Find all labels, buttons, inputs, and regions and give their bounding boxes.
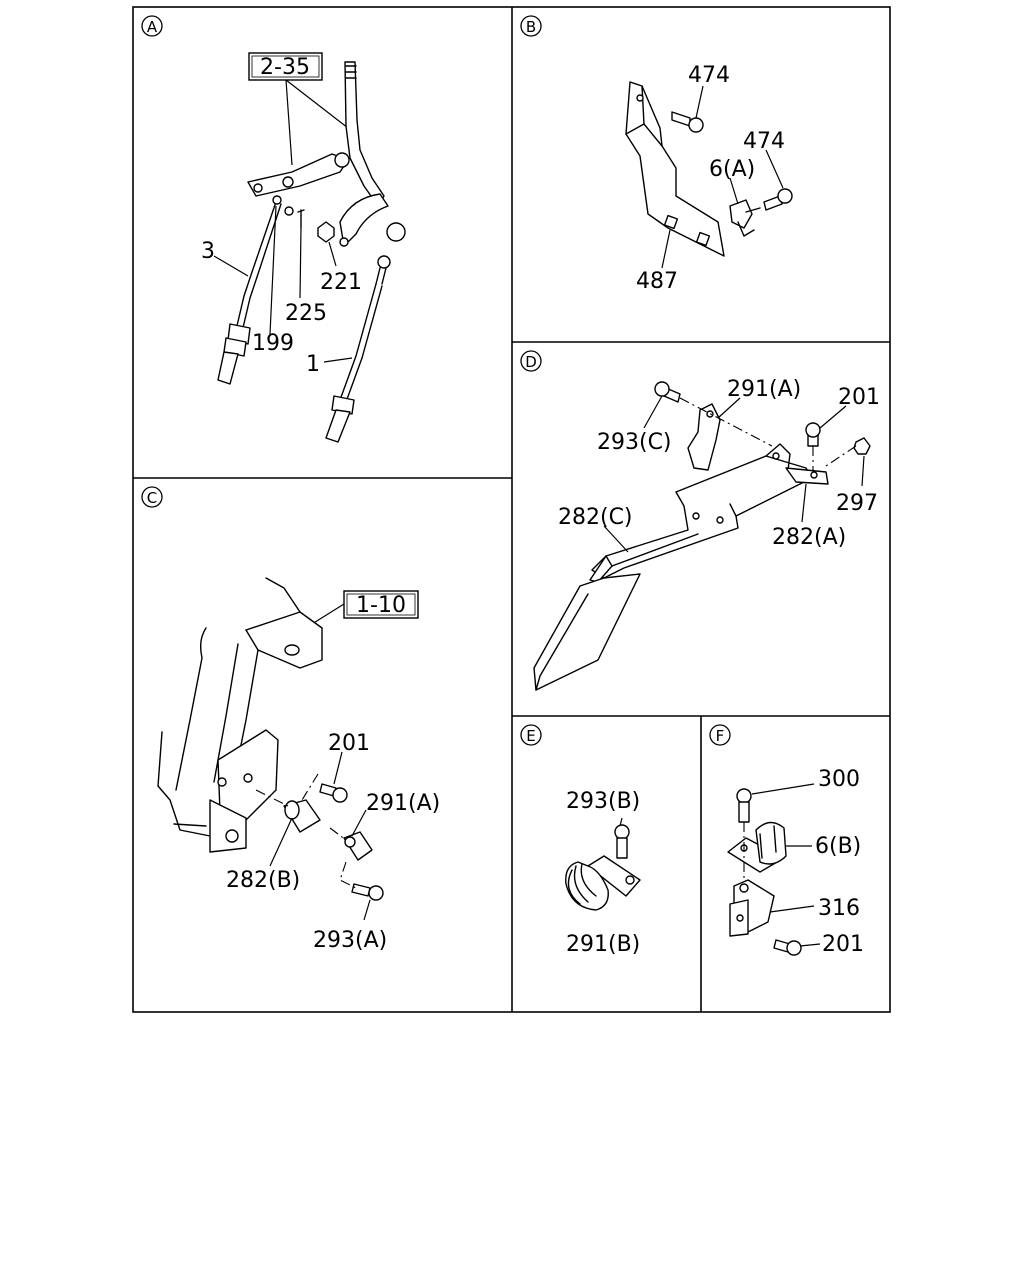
bracket-487 <box>625 81 725 257</box>
panel-b: B 474 474 6(A) 487 <box>520 15 793 294</box>
panel-a: A 2-35 <box>141 15 406 443</box>
callout-474: 474 <box>688 63 730 88</box>
callout-291-b: 291(B) <box>566 932 640 957</box>
panel-letter-text: C <box>147 489 157 507</box>
callout-282-b: 282(B) <box>226 868 300 893</box>
callout-1-10: 1-10 <box>356 593 406 618</box>
bolt-293c <box>654 381 681 403</box>
callout-225: 225 <box>285 301 327 326</box>
diagram-frames <box>132 6 891 1013</box>
bolt-474-top <box>671 111 704 133</box>
nut-221 <box>317 221 335 243</box>
bolt-474-right <box>763 188 793 211</box>
bolt-300 <box>736 788 752 823</box>
panel-c: C 1-10 <box>141 486 440 953</box>
panel-e: E 293(B) 291(B) <box>520 724 641 957</box>
panel-letter-text: E <box>526 727 535 745</box>
callout-474: 474 <box>743 129 785 154</box>
bracket-316 <box>729 879 775 937</box>
bolt-293a <box>351 883 384 901</box>
bolt-201-f <box>773 939 802 956</box>
panel-letter-d: D <box>520 350 542 372</box>
nut-297 <box>853 437 871 455</box>
callout-300: 300 <box>818 767 860 792</box>
clip-291b <box>565 855 641 911</box>
bracket-282a <box>785 467 829 485</box>
callout-293-a: 293(A) <box>313 928 387 953</box>
bracket-282c <box>533 443 813 691</box>
cable-3 <box>217 195 282 385</box>
bolt-293b <box>614 824 630 859</box>
panel-f: F 300 6(B) 316 201 <box>709 724 864 957</box>
callout-316: 316 <box>818 896 860 921</box>
bolt-201 <box>319 783 348 803</box>
bolt-201-d <box>805 422 821 447</box>
callout-6-b: 6(B) <box>815 834 861 859</box>
callout-291-a: 291(A) <box>366 791 440 816</box>
callout-293-b: 293(B) <box>566 789 640 814</box>
callout-199: 199 <box>252 331 294 356</box>
panel-d: D <box>520 350 880 691</box>
ref-box-2-35: 2-35 <box>248 52 323 81</box>
callout-282-c: 282(C) <box>558 505 633 530</box>
panel-letter-text: B <box>526 18 536 36</box>
frame-structure <box>157 577 323 853</box>
callout-282-a: 282(A) <box>772 525 846 550</box>
select-lever-arm <box>247 152 350 197</box>
panel-letter-text: D <box>525 353 537 371</box>
panel-letter-f: F <box>709 724 731 746</box>
callout-487: 487 <box>636 269 678 294</box>
clamp-282b <box>283 799 321 833</box>
ref-box-1-10: 1-10 <box>343 590 419 619</box>
washer-199 <box>284 206 294 216</box>
callout-297: 297 <box>836 491 878 516</box>
callout-3: 3 <box>201 239 215 264</box>
clip-291a <box>343 831 373 861</box>
panel-letter-c: C <box>141 486 163 508</box>
clip-6b <box>727 821 787 873</box>
panel-letter-a: A <box>141 15 163 37</box>
callout-221: 221 <box>320 270 362 295</box>
callout-201: 201 <box>822 932 864 957</box>
callout-293-c: 293(C) <box>597 430 672 455</box>
callout-201: 201 <box>838 385 880 410</box>
callout-291-a: 291(A) <box>727 377 801 402</box>
pin-225 <box>297 209 305 229</box>
clip-291a-d <box>687 403 721 471</box>
callout-6-a: 6(A) <box>709 157 755 182</box>
callout-2-35: 2-35 <box>260 55 310 80</box>
shift-lever <box>339 61 406 247</box>
cable-1 <box>325 255 391 443</box>
callout-201: 201 <box>328 731 370 756</box>
panel-letter-text: F <box>716 727 725 745</box>
panel-letter-text: A <box>147 18 158 36</box>
callout-1: 1 <box>306 352 320 377</box>
clip-6a <box>729 199 761 237</box>
panel-letter-b: B <box>520 15 542 37</box>
panel-letter-e: E <box>520 724 542 746</box>
